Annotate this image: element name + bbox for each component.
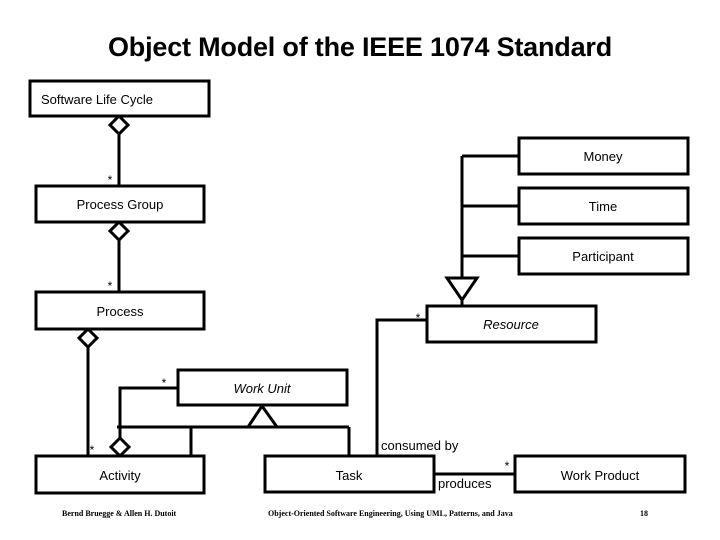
- class-name-label: Resource: [483, 317, 539, 332]
- footer-book-title: Object-Oriented Software Engineering, Us…: [268, 509, 513, 518]
- generalization-triangle-icon: [444, 276, 480, 303]
- connector-line: [118, 386, 178, 438]
- aggregation-diamond-icon: [108, 435, 132, 459]
- class-box-rect: [263, 454, 436, 494]
- relationship-task-consumes-resource: [375, 318, 427, 456]
- class-name-label: Time: [589, 199, 617, 214]
- aggregation-diamond-icon: [76, 326, 100, 350]
- connector-line: [375, 318, 427, 456]
- multiplicity-label-activity: *: [90, 443, 95, 457]
- class-name-label: Process Group: [77, 197, 164, 212]
- class-box-rect: [34, 454, 206, 495]
- multiplicity-label-process-group: *: [108, 173, 113, 187]
- aggregation-diamond-icon: [107, 219, 131, 243]
- class-box-resource[interactable]: Resource: [425, 304, 598, 344]
- class-box-rect: [176, 368, 349, 407]
- class-box-rect: [517, 136, 690, 176]
- multiplicity-label-process: *: [108, 279, 113, 293]
- class-box-participant[interactable]: Participant: [517, 236, 690, 276]
- generalization-triangle-icon: [245, 403, 280, 429]
- class-box-rect: [34, 184, 206, 224]
- class-box-rect: [517, 236, 690, 276]
- relationship-workunit-aggregates-activity: [108, 386, 178, 459]
- class-box-rect: [28, 79, 211, 118]
- class-box-rect: [513, 454, 687, 494]
- class-box-task[interactable]: Task: [263, 454, 436, 494]
- class-name-label: Software Life Cycle: [41, 92, 153, 107]
- class-box-time[interactable]: Time: [517, 186, 690, 226]
- multiplicity-label-resource: *: [416, 311, 421, 325]
- relationship-workunit-generalization-tree: [117, 403, 351, 456]
- relationship-resource-generalization-tree: [444, 154, 519, 306]
- relationship-slc-aggregates-process-group: [107, 113, 131, 186]
- multiplicity-label-work-product: *: [505, 459, 510, 473]
- multiplicity-label-work-unit: *: [162, 376, 167, 390]
- class-box-process-group[interactable]: Process Group: [34, 184, 206, 224]
- class-box-process[interactable]: Process: [34, 290, 206, 331]
- class-name-label: Work Product: [561, 468, 640, 483]
- class-name-label: Participant: [572, 249, 634, 264]
- aggregation-diamond-icon: [107, 113, 131, 137]
- class-box-activity[interactable]: Activity: [34, 454, 206, 495]
- class-box-rect: [425, 304, 598, 344]
- class-name-label: Process: [97, 304, 144, 319]
- association-label-consumed-by: consumed by: [381, 438, 459, 453]
- class-box-money[interactable]: Money: [517, 136, 690, 176]
- page-title: Object Model of the IEEE 1074 Standard: [107, 32, 613, 62]
- class-name-label: Money: [583, 149, 623, 164]
- class-box-rect: [517, 186, 690, 226]
- association-label-produces: produces: [438, 476, 492, 491]
- footer-page-number: 18: [640, 509, 648, 518]
- class-box-work-unit[interactable]: Work Unit: [176, 368, 349, 407]
- class-box-software-life-cycle[interactable]: Software Life Cycle: [28, 79, 211, 118]
- relationship-process-aggregates-activity: [76, 326, 100, 456]
- footer-authors: Bernd Bruegge & Allen H. Dutoit: [62, 509, 177, 518]
- class-name-label: Activity: [99, 468, 141, 483]
- class-name-label: Task: [336, 468, 363, 483]
- class-name-label: Work Unit: [233, 381, 291, 396]
- class-box-work-product[interactable]: Work Product: [513, 454, 687, 494]
- class-box-rect: [34, 290, 206, 331]
- relationship-pg-aggregates-process: [107, 219, 131, 292]
